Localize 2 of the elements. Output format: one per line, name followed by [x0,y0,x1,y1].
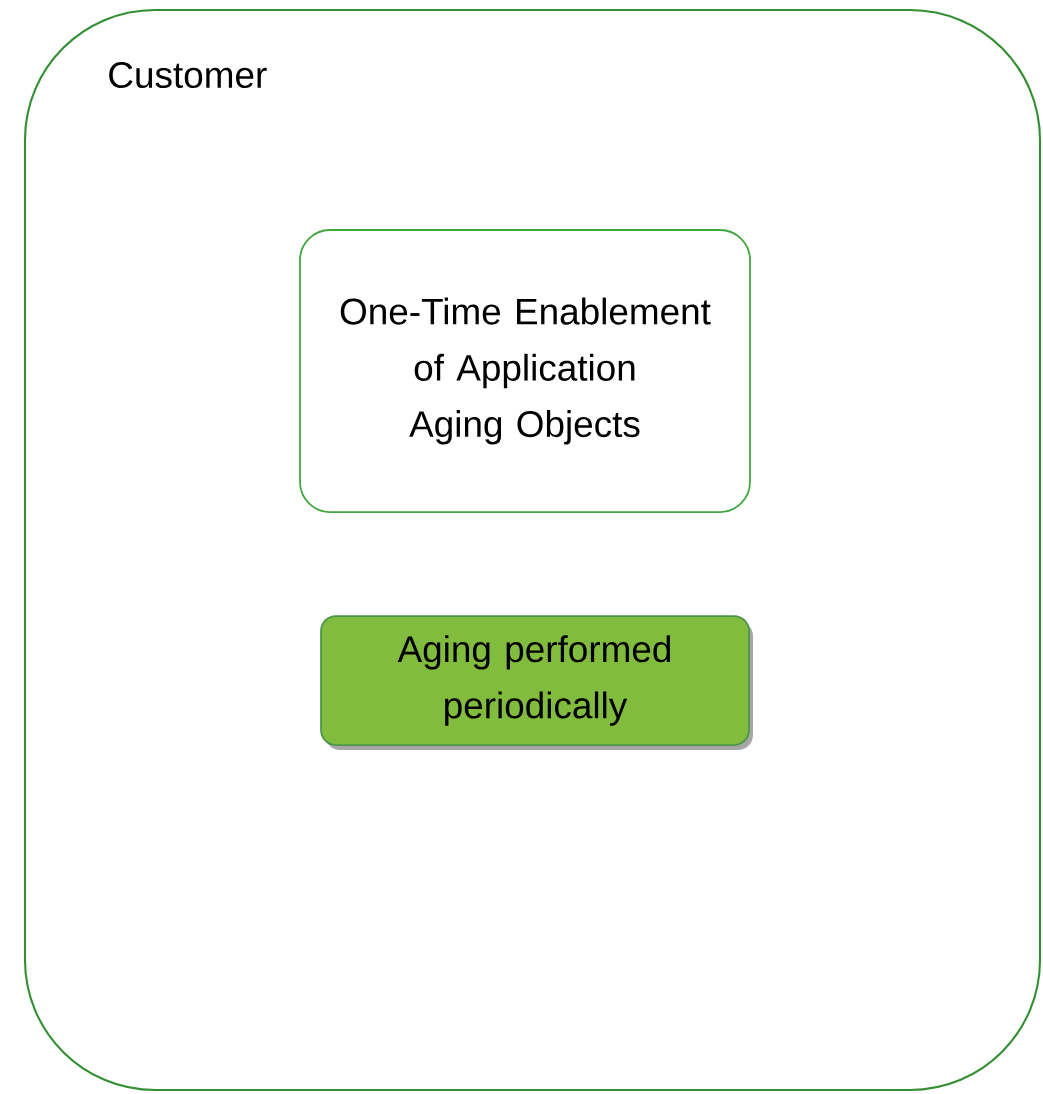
process-box: Aging performed periodically [320,615,753,750]
process-box: One-Time Enablement of Application Aging Objects [299,229,751,513]
